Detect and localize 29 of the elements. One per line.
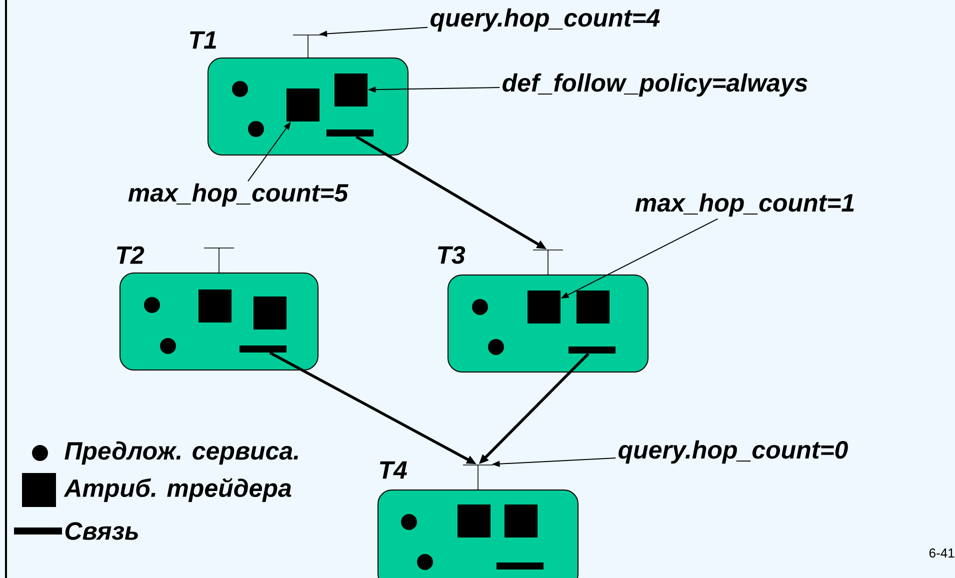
antenna — [204, 248, 234, 274]
legend-text: Предлож. сервиса. — [64, 441, 298, 465]
parameter-label: query.hop_count=4 — [430, 8, 660, 32]
parameter-label: max_hop_count=1 — [635, 193, 854, 217]
attribute-square — [254, 296, 286, 330]
attribute-square — [528, 290, 560, 324]
antenna — [532, 250, 564, 276]
legend-text: Связь — [65, 522, 138, 540]
trader-label: T4 — [380, 461, 407, 479]
legend-text: Атриб. трейдера — [64, 478, 292, 502]
link-bar — [568, 346, 616, 354]
trader-label: T1 — [190, 31, 216, 49]
link-bar — [240, 346, 286, 352]
attribute-square — [504, 504, 538, 538]
attribute-square — [458, 504, 490, 538]
link-bar — [496, 562, 544, 570]
trader-label: T2 — [116, 246, 144, 264]
link-bar — [326, 130, 374, 136]
parameter-label: max_hop_count=5 — [128, 183, 348, 207]
attribute-square — [576, 290, 610, 324]
trader-label: T3 — [438, 246, 466, 264]
attribute-square — [286, 88, 320, 122]
parameter-label: query.hop_count=0 — [618, 440, 848, 464]
attribute-square — [334, 74, 368, 106]
slide-number: 6-41 — [929, 548, 954, 558]
parameter-label: def_follow_policy=always — [502, 73, 808, 97]
attribute-square — [198, 290, 232, 322]
antenna — [292, 34, 324, 58]
antenna — [462, 464, 494, 490]
